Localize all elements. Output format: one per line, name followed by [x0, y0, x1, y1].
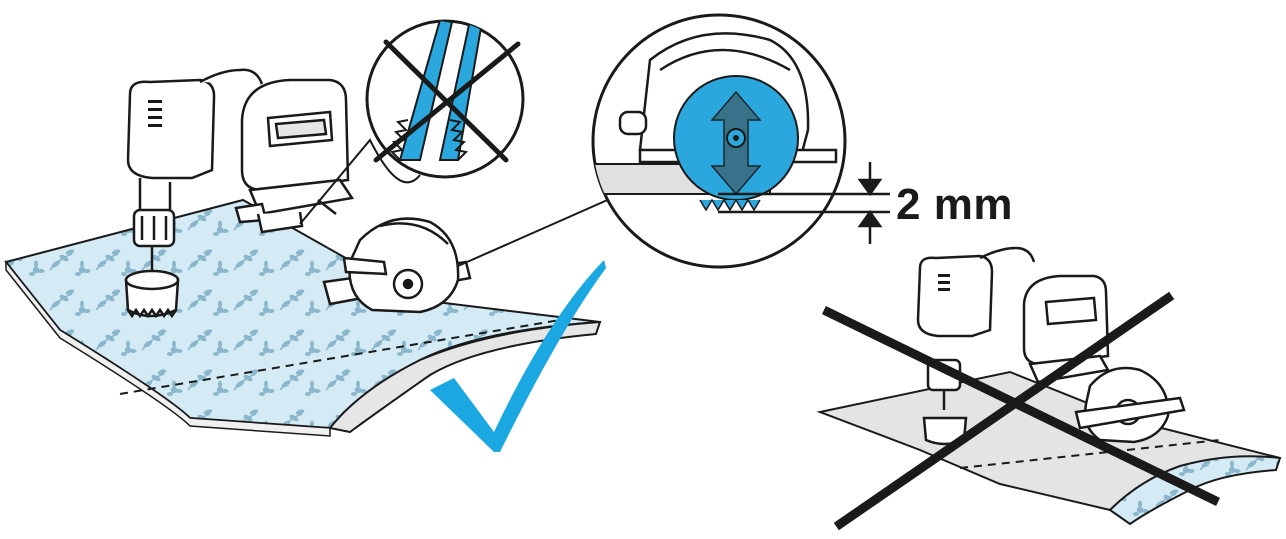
- incorrect-setup: [816, 246, 1282, 531]
- arrow-up-icon: [857, 209, 883, 228]
- cross-mark-icon: [821, 291, 1221, 531]
- arrow-down-icon: [857, 178, 883, 197]
- patterned-panel: [4, 198, 601, 430]
- cut-line: [119, 319, 561, 395]
- correct-setup: [4, 68, 606, 452]
- drill-tool: [124, 68, 264, 319]
- cross-mark-icon: [373, 39, 521, 163]
- circular-saw-tool: [322, 217, 472, 314]
- blade-detail-callout: [299, 19, 525, 225]
- dimension-indicator: [718, 162, 890, 244]
- check-mark-icon: [430, 260, 606, 452]
- jigsaw-tool: [234, 78, 355, 234]
- blade-depth-label: 2 mm: [896, 180, 1013, 229]
- panel-underside: [328, 320, 602, 434]
- panel-edge: [5, 259, 331, 437]
- blade-depth-callout: [457, 13, 847, 269]
- circular-saw-tool-wrong: [1074, 366, 1186, 444]
